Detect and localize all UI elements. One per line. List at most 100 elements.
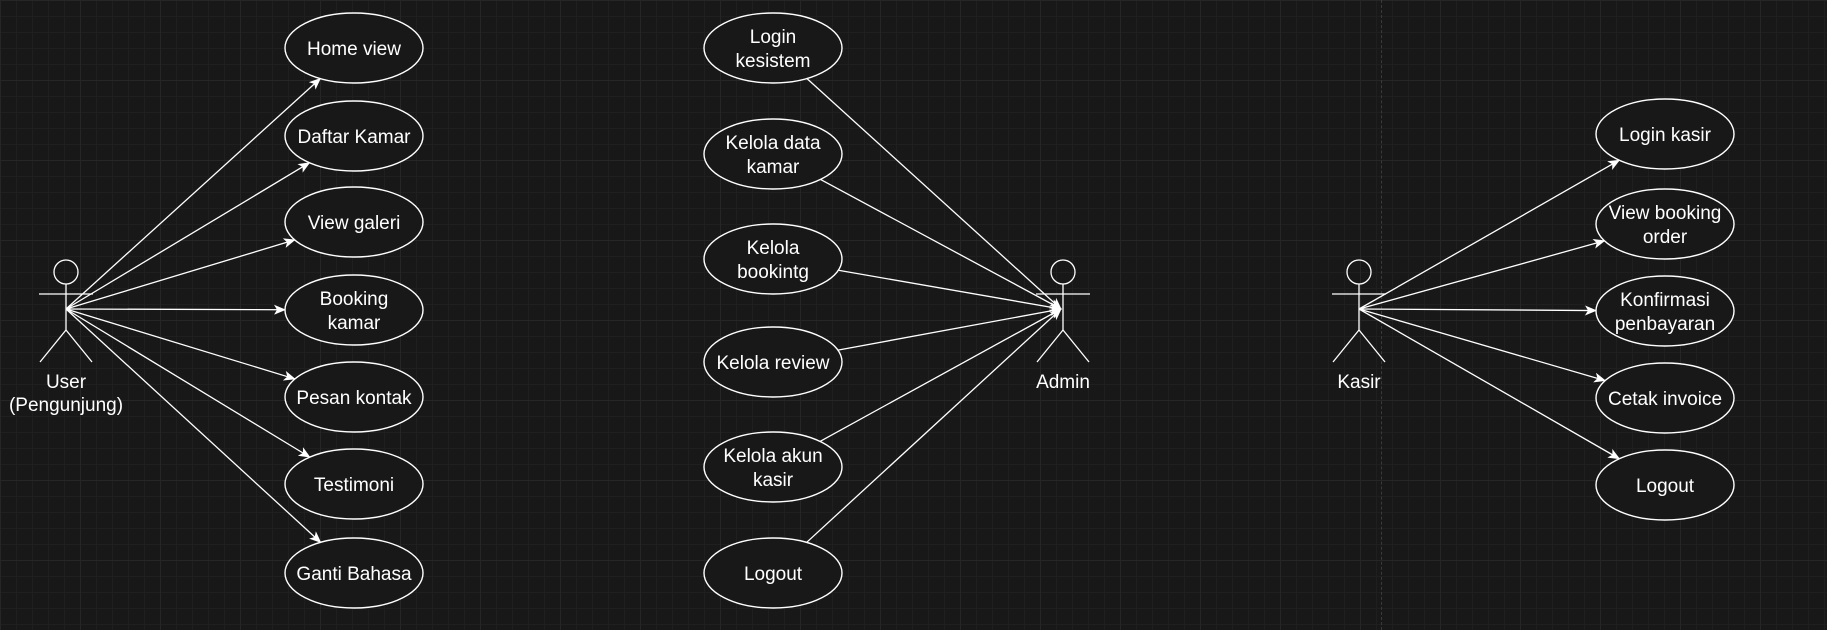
use-case-ellipse[interactable] [703,223,843,295]
use-case-booking-kamar[interactable]: Booking kamar [284,274,424,346]
use-case-label: Konfirmasi [1620,290,1710,311]
actor-right-leg [1358,329,1386,363]
use-case-label: order [1643,227,1688,248]
association-kasir-to-cetak-invoice [1358,308,1607,383]
actor-head [1050,259,1076,285]
use-case-login-kasir[interactable]: Login kasir [1595,98,1735,170]
association-kasir-to-login-kasir [1358,159,1621,310]
use-case-konfirmasi-pembayaran[interactable]: Konfirmasi penbayaran [1595,275,1735,347]
use-case-ganti-bahasa[interactable]: Ganti Bahasa [284,537,424,609]
actor-label: User [46,372,87,393]
use-case-ellipse[interactable] [1595,275,1735,347]
actor-left-leg [1036,329,1064,363]
association-user-to-home-view [65,77,322,310]
use-case-label: Home view [307,39,401,60]
use-case-label: View booking [1609,203,1722,224]
association-kasir-to-konfirmasi-pembayaran [1358,305,1598,316]
use-case-kelola-data-kamar[interactable]: Kelola data kamar [703,118,843,190]
use-case-label: Testimoni [314,475,394,496]
use-case-ellipse[interactable] [284,186,424,258]
use-case-label: kesistem [736,51,811,72]
actor-admin: Admin [1036,259,1090,393]
use-case-label: View galeri [308,213,401,234]
use-case-label: Daftar Kamar [298,127,412,148]
use-case-ellipse[interactable] [284,361,424,433]
use-case-cetak-invoice[interactable]: Cetak invoice [1595,362,1735,434]
association-kelola-akun-kasir-to-admin [819,308,1062,442]
use-case-ellipse[interactable] [1595,362,1735,434]
actors: User(Pengunjung) Admin Kasir [9,259,1386,416]
actor-label: Admin [1036,372,1090,393]
use-case-ellipse[interactable] [1595,98,1735,170]
use-case-home-view[interactable]: Home view [284,12,424,84]
use-case-label: Pesan kontak [296,388,412,409]
actor-left-leg [1332,329,1360,363]
use-case-pesan-kontak[interactable]: Pesan kontak [284,361,424,433]
use-case-daftar-kamar[interactable]: Daftar Kamar [284,100,424,172]
actor-head [53,259,79,285]
actor-head [1346,259,1372,285]
use-case-label: Login [750,27,797,48]
actor-label: Kasir [1337,372,1381,393]
association-user-to-view-galeri [65,238,296,310]
use-case-label: Ganti Bahasa [296,564,412,585]
actor-right-leg [1062,329,1090,363]
use-case-label: Cetak invoice [1608,389,1722,410]
association-user-to-booking-kamar [65,304,287,315]
use-case-ellipse[interactable] [1595,188,1735,260]
use-case-label: Login kasir [1619,125,1712,146]
use-case-testimoni[interactable]: Testimoni [284,448,424,520]
use-case-label: Kelola review [717,353,830,374]
use-case-label: kasir [753,470,794,491]
use-case-kelola-review[interactable]: Kelola review [703,326,843,398]
use-case-ellipse[interactable] [703,326,843,398]
use-case-view-booking-order[interactable]: View booking order [1595,188,1735,260]
association-kasir-to-logout-kasir [1358,308,1621,460]
use-case-label: kamar [328,313,381,334]
use-case-logout-kasir[interactable]: Logout [1595,449,1735,521]
use-case-label: Logout [744,564,803,585]
use-case-ellipse[interactable] [284,448,424,520]
use-case-logout-admin[interactable]: Logout [703,537,843,609]
use-case-ellipse[interactable] [703,537,843,609]
use-case-label: Kelola data [725,133,821,154]
association-login-kesistem-to-admin [806,78,1062,310]
use-case-ellipse[interactable] [703,118,843,190]
association-kasir-to-view-booking-order [1358,238,1606,310]
association-kelola-bookintg-to-admin [838,269,1062,313]
use-case-label: kamar [747,157,800,178]
association-kelola-review-to-admin [837,306,1062,351]
association-user-to-testimoni [65,308,311,458]
use-case-label: Kelola akun [723,446,822,467]
use-case-ellipse[interactable] [284,12,424,84]
actor-user: User(Pengunjung) [9,259,123,416]
use-case-label: Kelola [747,238,800,259]
associations [65,77,1621,544]
association-user-to-ganti-bahasa [65,308,322,544]
use-case-ellipse[interactable] [284,537,424,609]
actor-kasir: Kasir [1332,259,1386,393]
use-case-label: Booking [320,289,389,310]
use-case-ellipse[interactable] [284,100,424,172]
use-case-ellipse[interactable] [703,431,843,503]
association-logout-admin-to-admin [806,308,1062,543]
use-case-label: penbayaran [1615,314,1715,335]
association-user-to-daftar-kamar [65,162,311,310]
use-case-label: bookintg [737,262,809,283]
actor-label: (Pengunjung) [9,395,123,416]
association-kelola-data-kamar-to-admin [820,178,1062,310]
use-case-label: Logout [1636,476,1695,497]
association-user-to-pesan-kontak [65,308,296,381]
actor-right-leg [65,329,93,363]
actor-left-leg [39,329,67,363]
use-case-kelola-bookintg[interactable]: Kelola bookintg [703,223,843,295]
use-case-ellipse[interactable] [703,12,843,84]
use-case-view-galeri[interactable]: View galeri [284,186,424,258]
use-case-ellipse[interactable] [284,274,424,346]
use-case-ellipse[interactable] [1595,449,1735,521]
use-case-login-kesistem[interactable]: Login kesistem [703,12,843,84]
use-case-kelola-akun-kasir[interactable]: Kelola akun kasir [703,431,843,503]
